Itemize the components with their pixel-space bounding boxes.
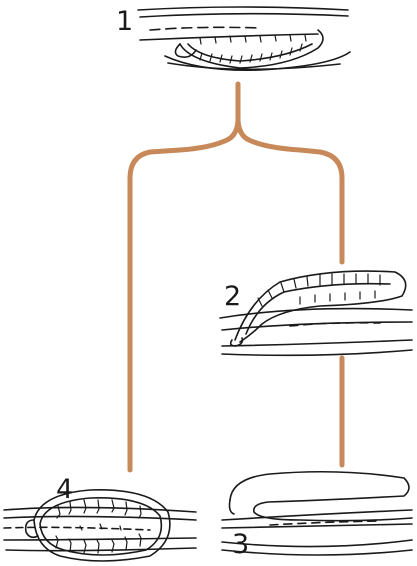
connector-stem [130, 84, 238, 470]
stage-4-label: 4 [56, 476, 73, 503]
stage-2-figure [220, 271, 412, 355]
stage-4-figure [4, 490, 196, 561]
stage-1-label: 1 [116, 8, 133, 35]
stage-3-figure [222, 472, 412, 555]
stage-3-label: 3 [232, 531, 249, 558]
connector-lines [130, 84, 342, 470]
stage-1-figure [138, 7, 350, 70]
connector-right-branch [238, 118, 342, 262]
stage-2-label: 2 [224, 283, 241, 310]
